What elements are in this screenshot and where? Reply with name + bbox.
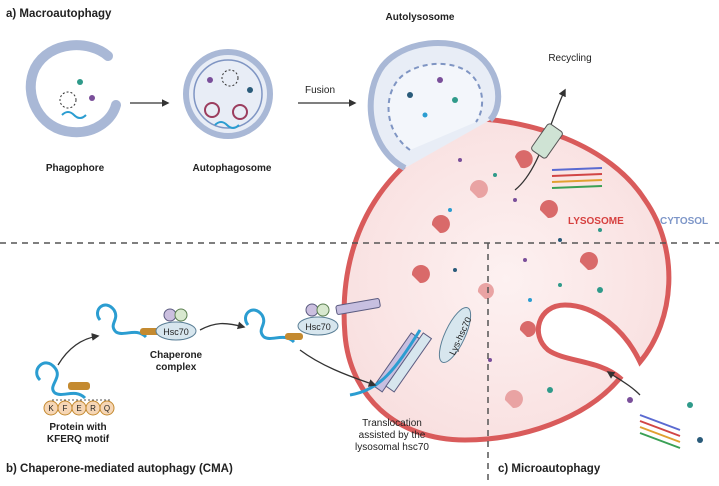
label-autolysosome: Autolysosome xyxy=(385,12,455,23)
label-lysosome: LYSOSOME xyxy=(568,216,624,227)
kferq-letter-k: K xyxy=(48,404,54,413)
label-hsc70-docked: Hsc70 xyxy=(305,322,331,332)
autophagosome xyxy=(183,49,273,139)
label-chaperone-complex-1: Chaperone xyxy=(149,350,203,361)
kferq-letter-e: E xyxy=(76,404,82,413)
lys-hsc70-shape xyxy=(438,306,472,364)
label-recycling: Recycling xyxy=(548,53,592,64)
section-title-macroautophagy: a) Macroautophagy xyxy=(6,8,112,20)
lamp2a-channel xyxy=(349,329,433,397)
recycling-channel xyxy=(531,123,563,159)
cargo-particles xyxy=(407,77,603,393)
label-hsc70: Hsc70 xyxy=(163,327,189,337)
autolysosome-inner xyxy=(387,62,484,151)
kferq-letter-q: Q xyxy=(103,404,111,413)
lysosome-membrane xyxy=(341,115,672,443)
label-phagophore: Phagophore xyxy=(45,163,105,174)
kferq-protein xyxy=(35,361,90,400)
kferq-motif xyxy=(43,399,115,416)
cytosolic-cargo xyxy=(627,397,703,449)
phagophore xyxy=(25,40,121,138)
lysosomal-enzymes xyxy=(411,150,598,409)
kferq-letter-f: F xyxy=(62,404,68,413)
arrow-to-lysosome-docking xyxy=(199,321,246,331)
arrow-translocation xyxy=(299,349,377,387)
section-title-microautophagy: c) Microautophagy xyxy=(498,463,601,475)
arrow-microautophagy xyxy=(606,371,641,396)
label-translocation-1: Translocation xyxy=(362,418,422,429)
label-translocation-2: assisted by the xyxy=(358,430,426,441)
label-cytosol: CYTOSOL xyxy=(660,216,709,227)
chaperone-complex xyxy=(96,303,197,341)
label-protein-line2: KFERQ motif xyxy=(46,434,110,445)
kferq-letter-r: R xyxy=(90,404,96,413)
label-autophagosome: Autophagosome xyxy=(192,163,272,174)
arrow-to-chaperone xyxy=(57,333,100,366)
peptide-strands xyxy=(551,167,603,189)
label-fusion: Fusion xyxy=(304,85,336,96)
chaperone-complex-docked xyxy=(244,298,381,344)
label-protein-line1: Protein with xyxy=(49,422,107,433)
section-title-cma: b) Chaperone-mediated autophagy (CMA) xyxy=(6,463,233,475)
label-translocation-3: lysosomal hsc70 xyxy=(355,442,429,453)
label-chaperone-complex-2: complex xyxy=(155,362,197,373)
